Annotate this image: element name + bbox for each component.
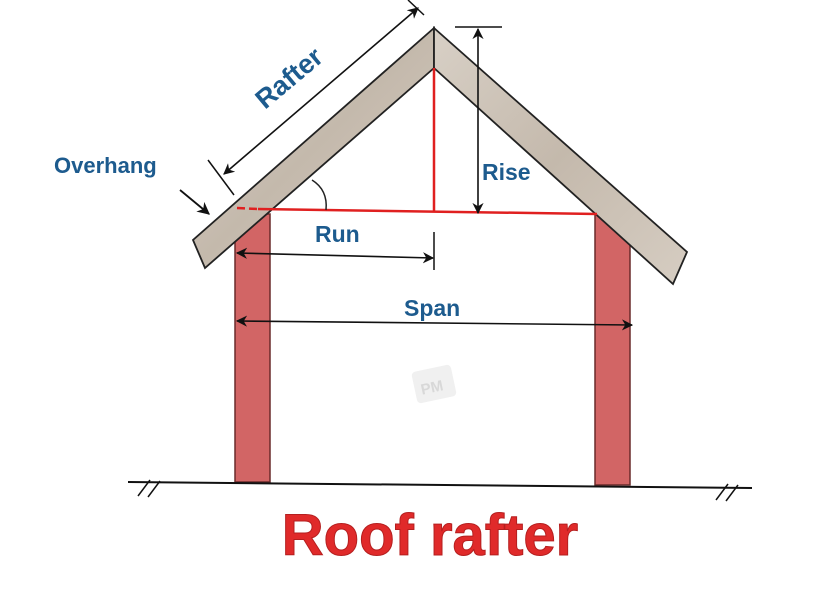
run-baseline: [257, 207, 598, 216]
right-rafter-board: [433, 26, 689, 286]
rafter-tick-upper: [407, 0, 425, 16]
ground-hatch-left: [137, 479, 161, 498]
diagram-title: Roof rafter: [282, 503, 578, 568]
overhang-arrow: [179, 189, 210, 215]
watermark-logo: PM: [411, 364, 457, 404]
pitch-angle-arc: [311, 179, 327, 211]
span-dimension-arrow: [235, 315, 634, 331]
rafter-label: Rafter: [250, 41, 329, 114]
rafter-tick-lower: [207, 159, 235, 196]
run-label: Run: [315, 221, 360, 247]
overhang-dashed-line: [236, 206, 259, 211]
run-dimension-arrow: [235, 247, 435, 264]
overhang-label: Overhang: [54, 153, 157, 178]
right-wall-post: [594, 213, 631, 486]
svg-text:PM: PM: [419, 377, 445, 398]
ground-hatch-right: [715, 483, 739, 502]
ground-line: [127, 481, 753, 489]
span-label: Span: [404, 295, 460, 321]
rafter-dimension-arrow: [223, 7, 419, 175]
rise-label: Rise: [482, 159, 531, 185]
